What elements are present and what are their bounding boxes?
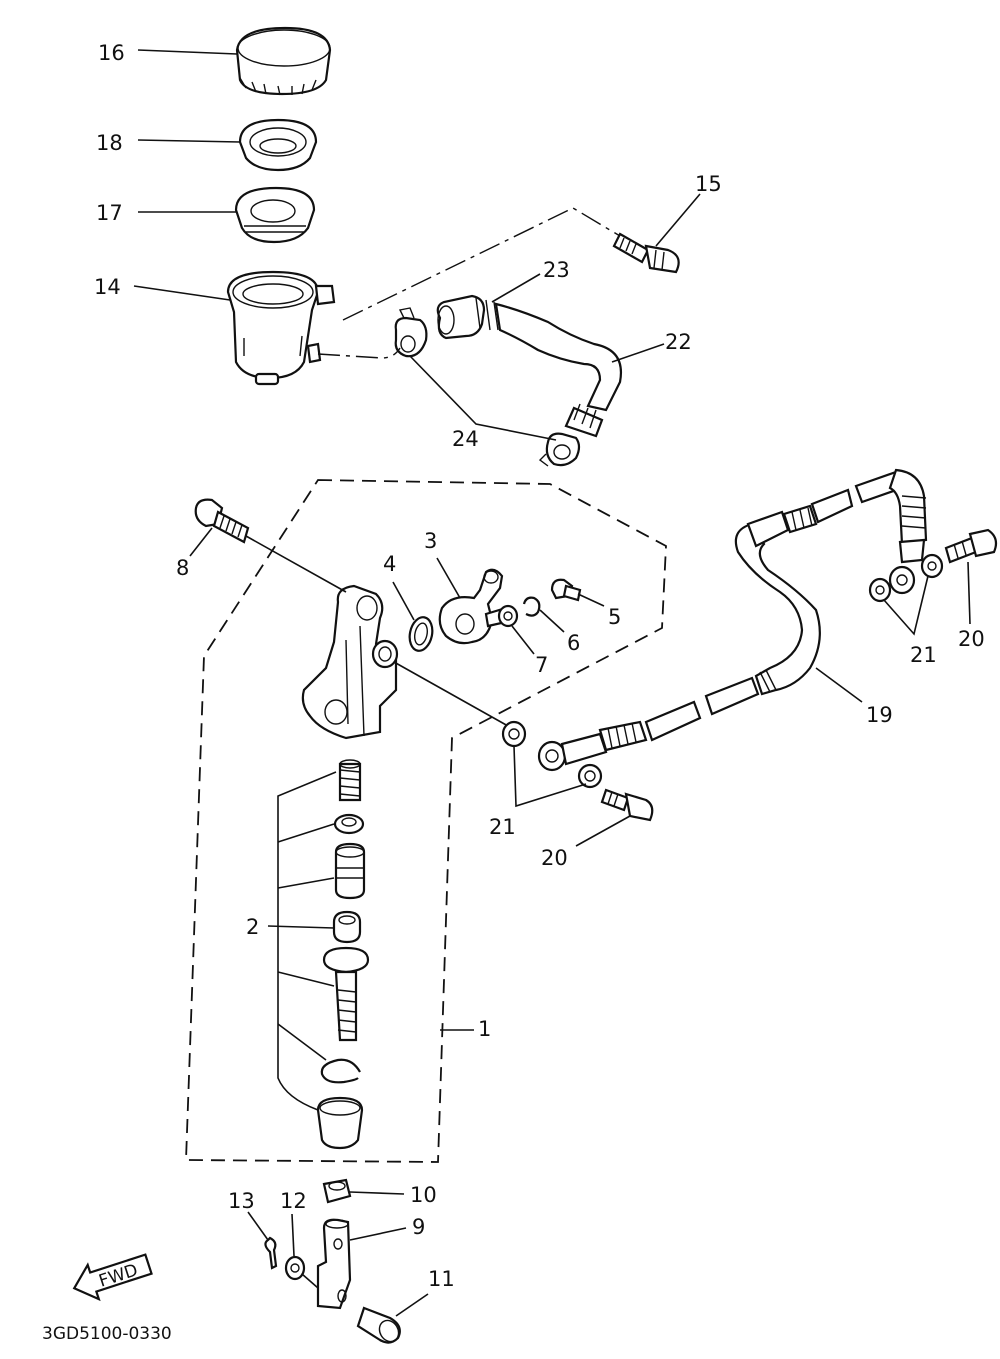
svg-text:22: 22 <box>665 330 692 354</box>
part-19-brake-hose[interactable] <box>537 468 928 772</box>
part-15-bolt[interactable] <box>612 232 680 274</box>
svg-text:16: 16 <box>98 41 125 65</box>
part-14-reservoir[interactable] <box>226 270 336 386</box>
part-20-union-bolt-upper[interactable] <box>944 528 998 564</box>
part-12-washer[interactable] <box>284 1255 306 1281</box>
part-2-cup-seal[interactable] <box>333 813 365 835</box>
svg-text:19: 19 <box>866 703 893 727</box>
part-24-clamp-lower[interactable] <box>538 432 581 467</box>
part-18-plate[interactable] <box>238 118 318 172</box>
part-2-boot[interactable] <box>316 1096 364 1150</box>
drawing-code: 3GD5100-0330 <box>42 1324 172 1344</box>
part-8-bolt[interactable] <box>194 498 250 544</box>
part-20-union-bolt-lower[interactable] <box>600 788 654 822</box>
svg-text:23: 23 <box>543 258 570 282</box>
svg-text:7: 7 <box>535 653 548 677</box>
part-5-screw[interactable] <box>550 578 582 602</box>
part-23-clip[interactable] <box>436 294 499 340</box>
svg-text:20: 20 <box>958 627 985 651</box>
svg-text:13: 13 <box>228 1189 255 1213</box>
part-21-washer-c[interactable] <box>868 577 892 603</box>
svg-text:FWD: FWD <box>97 1260 141 1291</box>
part-7-washer[interactable] <box>497 604 519 628</box>
part-10-nut[interactable] <box>322 1178 352 1204</box>
svg-text:4: 4 <box>383 552 396 576</box>
svg-text:5: 5 <box>608 605 621 629</box>
part-21-washer-b[interactable] <box>577 763 603 789</box>
svg-text:21: 21 <box>910 643 937 667</box>
part-16-cap[interactable] <box>235 26 332 96</box>
svg-text:21: 21 <box>489 815 516 839</box>
part-21-washer-a[interactable] <box>501 720 527 748</box>
svg-text:1: 1 <box>478 1017 491 1041</box>
part-9-clevis[interactable] <box>316 1218 352 1310</box>
part-24-clamp-upper[interactable] <box>394 307 428 358</box>
part-2-piston[interactable] <box>334 842 366 900</box>
fwd-arrow-icon: FWD <box>72 1253 153 1302</box>
svg-text:20: 20 <box>541 846 568 870</box>
svg-text:2: 2 <box>246 915 259 939</box>
part-17-diaphragm[interactable] <box>234 186 316 244</box>
part-21-washer-d[interactable] <box>920 553 944 579</box>
svg-text:17: 17 <box>96 201 123 225</box>
assembly-1-outline <box>185 479 667 1163</box>
svg-text:9: 9 <box>412 1215 425 1239</box>
part-3-hose-joint[interactable] <box>438 568 508 645</box>
svg-text:14: 14 <box>94 275 121 299</box>
svg-text:15: 15 <box>695 172 722 196</box>
svg-text:24: 24 <box>452 427 479 451</box>
svg-text:12: 12 <box>280 1189 307 1213</box>
svg-text:18: 18 <box>96 131 123 155</box>
part-22-hose[interactable] <box>494 302 623 438</box>
part-1-cylinder-body[interactable] <box>301 584 399 740</box>
svg-text:3: 3 <box>424 529 437 553</box>
part-13-cotter-pin[interactable] <box>264 1236 278 1270</box>
svg-text:8: 8 <box>176 556 189 580</box>
part-2-spring[interactable] <box>338 759 362 802</box>
part-4-o-ring[interactable] <box>407 615 436 653</box>
part-11-pin[interactable] <box>356 1306 402 1345</box>
svg-text:11: 11 <box>428 1267 455 1291</box>
svg-text:10: 10 <box>410 1183 437 1207</box>
part-2-circlip[interactable] <box>320 1058 361 1084</box>
part-2-cup[interactable] <box>332 910 362 944</box>
part-2-push-rod[interactable] <box>322 946 370 1042</box>
part-6-lock-washer[interactable] <box>522 596 541 617</box>
svg-text:6: 6 <box>567 631 580 655</box>
